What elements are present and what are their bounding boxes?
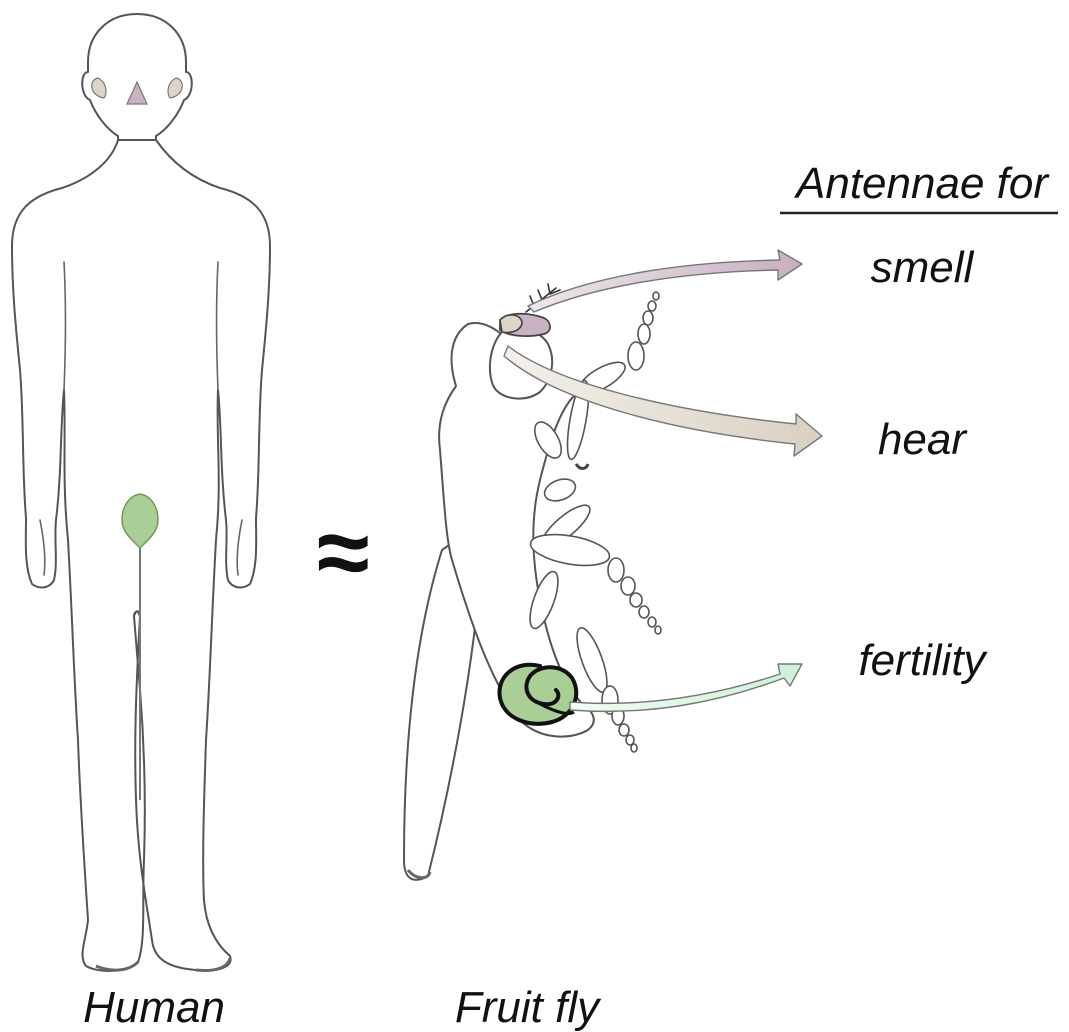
label-hear: hear [878, 415, 968, 464]
label-human: Human [83, 983, 225, 1032]
human-figure [12, 14, 270, 971]
approx-symbol: ≈ [316, 499, 369, 606]
label-fruit-fly: Fruit fly [455, 983, 602, 1032]
smell-arrow [528, 250, 802, 312]
label-smell: smell [871, 243, 975, 292]
antennae-header: Antennae for [793, 159, 1050, 208]
fly-reproductive-organ [499, 665, 576, 724]
fly-antenna-base [500, 315, 522, 333]
label-fertility: fertility [858, 636, 988, 685]
